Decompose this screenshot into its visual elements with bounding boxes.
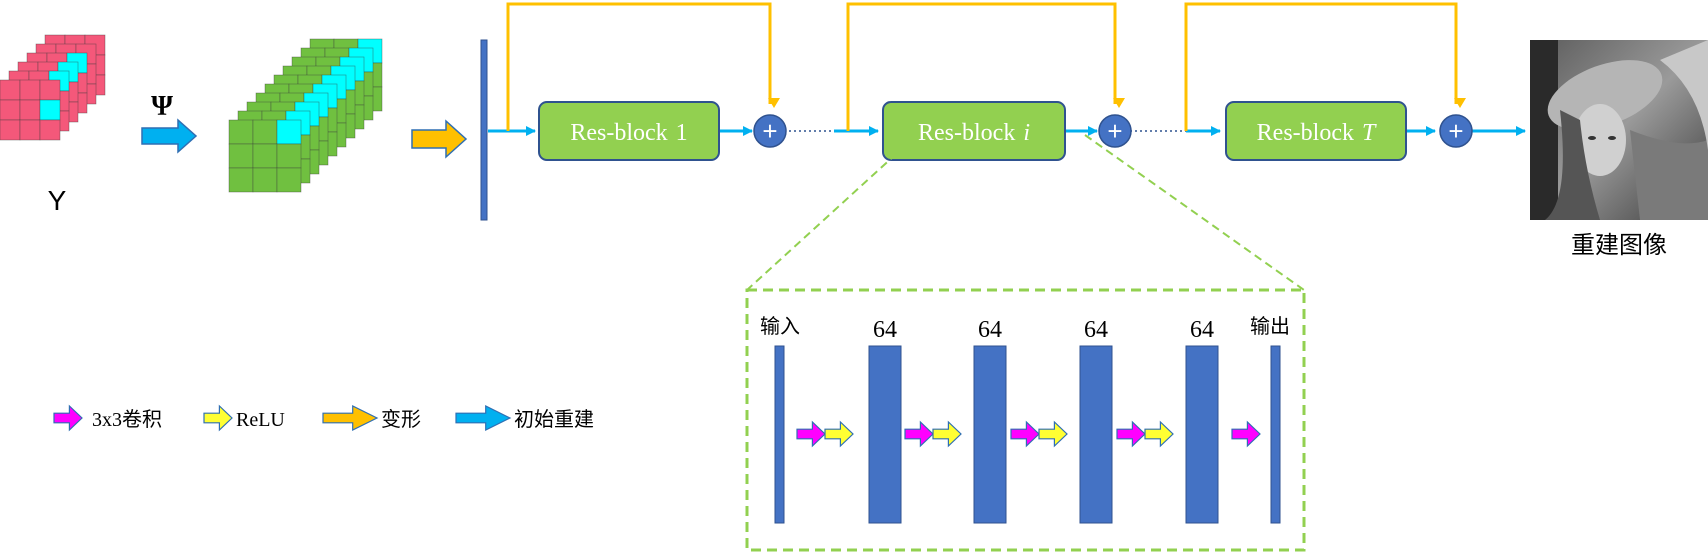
res-block-i: Res-block i xyxy=(882,101,1066,161)
skip-connections xyxy=(506,2,1466,131)
legend-arrow-icon xyxy=(203,404,233,432)
zoom-guide-left xyxy=(746,144,907,291)
legend-label: 变形 xyxy=(381,408,421,431)
legend-arrow-icon xyxy=(322,405,379,431)
adder-T: + xyxy=(1439,114,1473,148)
detail-arrows xyxy=(796,420,1261,448)
conv-arrow-icon xyxy=(1231,420,1261,448)
res-block-1-index: 1 xyxy=(676,120,688,146)
res-block-detail-frame xyxy=(745,288,1306,552)
legend-label: 3x3卷积 xyxy=(92,408,162,431)
res-block-i-index: i xyxy=(1023,120,1030,146)
adder-1: + xyxy=(753,114,787,148)
res-block-T-index: T xyxy=(1362,120,1377,146)
adder-i: + xyxy=(1098,114,1132,148)
skip-connection-1 xyxy=(506,2,780,131)
conv-arrow-icon xyxy=(904,420,934,448)
plus-icon: + xyxy=(762,116,777,146)
feature-map-bar xyxy=(868,345,902,524)
res-block-i-prefix: Res-block xyxy=(918,120,1015,146)
legend: 3x3卷积 ReLU 变形 初始重建 xyxy=(53,404,594,432)
input-symbol: Y xyxy=(48,185,67,216)
plus-icon: + xyxy=(1448,116,1463,146)
initial-reconstruction-arrow xyxy=(141,118,198,154)
res-block-1: Res-block 1 xyxy=(538,101,720,161)
channel-count-label: 64 xyxy=(873,317,897,343)
reshape-arrow xyxy=(411,119,468,159)
detail-output-bar xyxy=(1270,345,1281,524)
skip-connection-3 xyxy=(1184,2,1466,131)
detail-input-label: 输入 xyxy=(760,315,800,338)
zoom-guides xyxy=(746,134,1305,291)
channel-count-label: 64 xyxy=(978,317,1002,343)
res-block-T-prefix: Res-block xyxy=(1257,120,1354,146)
initial-feature-bar xyxy=(480,39,488,221)
feature-map-bar xyxy=(1079,345,1113,524)
relu-arrow-icon xyxy=(824,420,854,448)
res-block-1-prefix: Res-block xyxy=(570,120,667,146)
channel-count-label: 64 xyxy=(1190,317,1214,343)
conv-arrow-icon xyxy=(1116,420,1146,448)
legend-label: ReLU xyxy=(236,409,285,431)
feature-map-bar xyxy=(973,345,1007,524)
plus-icon: + xyxy=(1107,116,1122,146)
relu-arrow-icon xyxy=(1144,420,1174,448)
legend-arrow-icon xyxy=(455,405,512,431)
conv-arrow-icon xyxy=(1010,420,1040,448)
relu-arrow-icon xyxy=(1038,420,1068,448)
legend-label: 初始重建 xyxy=(514,408,594,431)
psi-symbol: Ψ xyxy=(151,91,173,122)
detail-input-bar xyxy=(774,345,785,524)
detail-output-label: 输出 xyxy=(1250,315,1290,338)
channel-count-label: 64 xyxy=(1084,317,1108,343)
input-tensor-stack xyxy=(0,34,106,141)
output-caption: 重建图像 xyxy=(1571,232,1667,259)
legend-arrow-icon xyxy=(53,404,83,432)
reconstructed-image xyxy=(1530,40,1708,220)
relu-arrow-icon xyxy=(932,420,962,448)
zoom-guide-right xyxy=(1084,134,1305,291)
res-block-T: Res-block T xyxy=(1225,101,1407,161)
feature-map-bar xyxy=(1185,345,1219,524)
reshaped-tensor-stack xyxy=(228,38,383,193)
skip-connection-2 xyxy=(846,2,1125,131)
feature-map-bars: 64 64 64 64 xyxy=(868,317,1219,524)
conv-arrow-icon xyxy=(796,420,826,448)
